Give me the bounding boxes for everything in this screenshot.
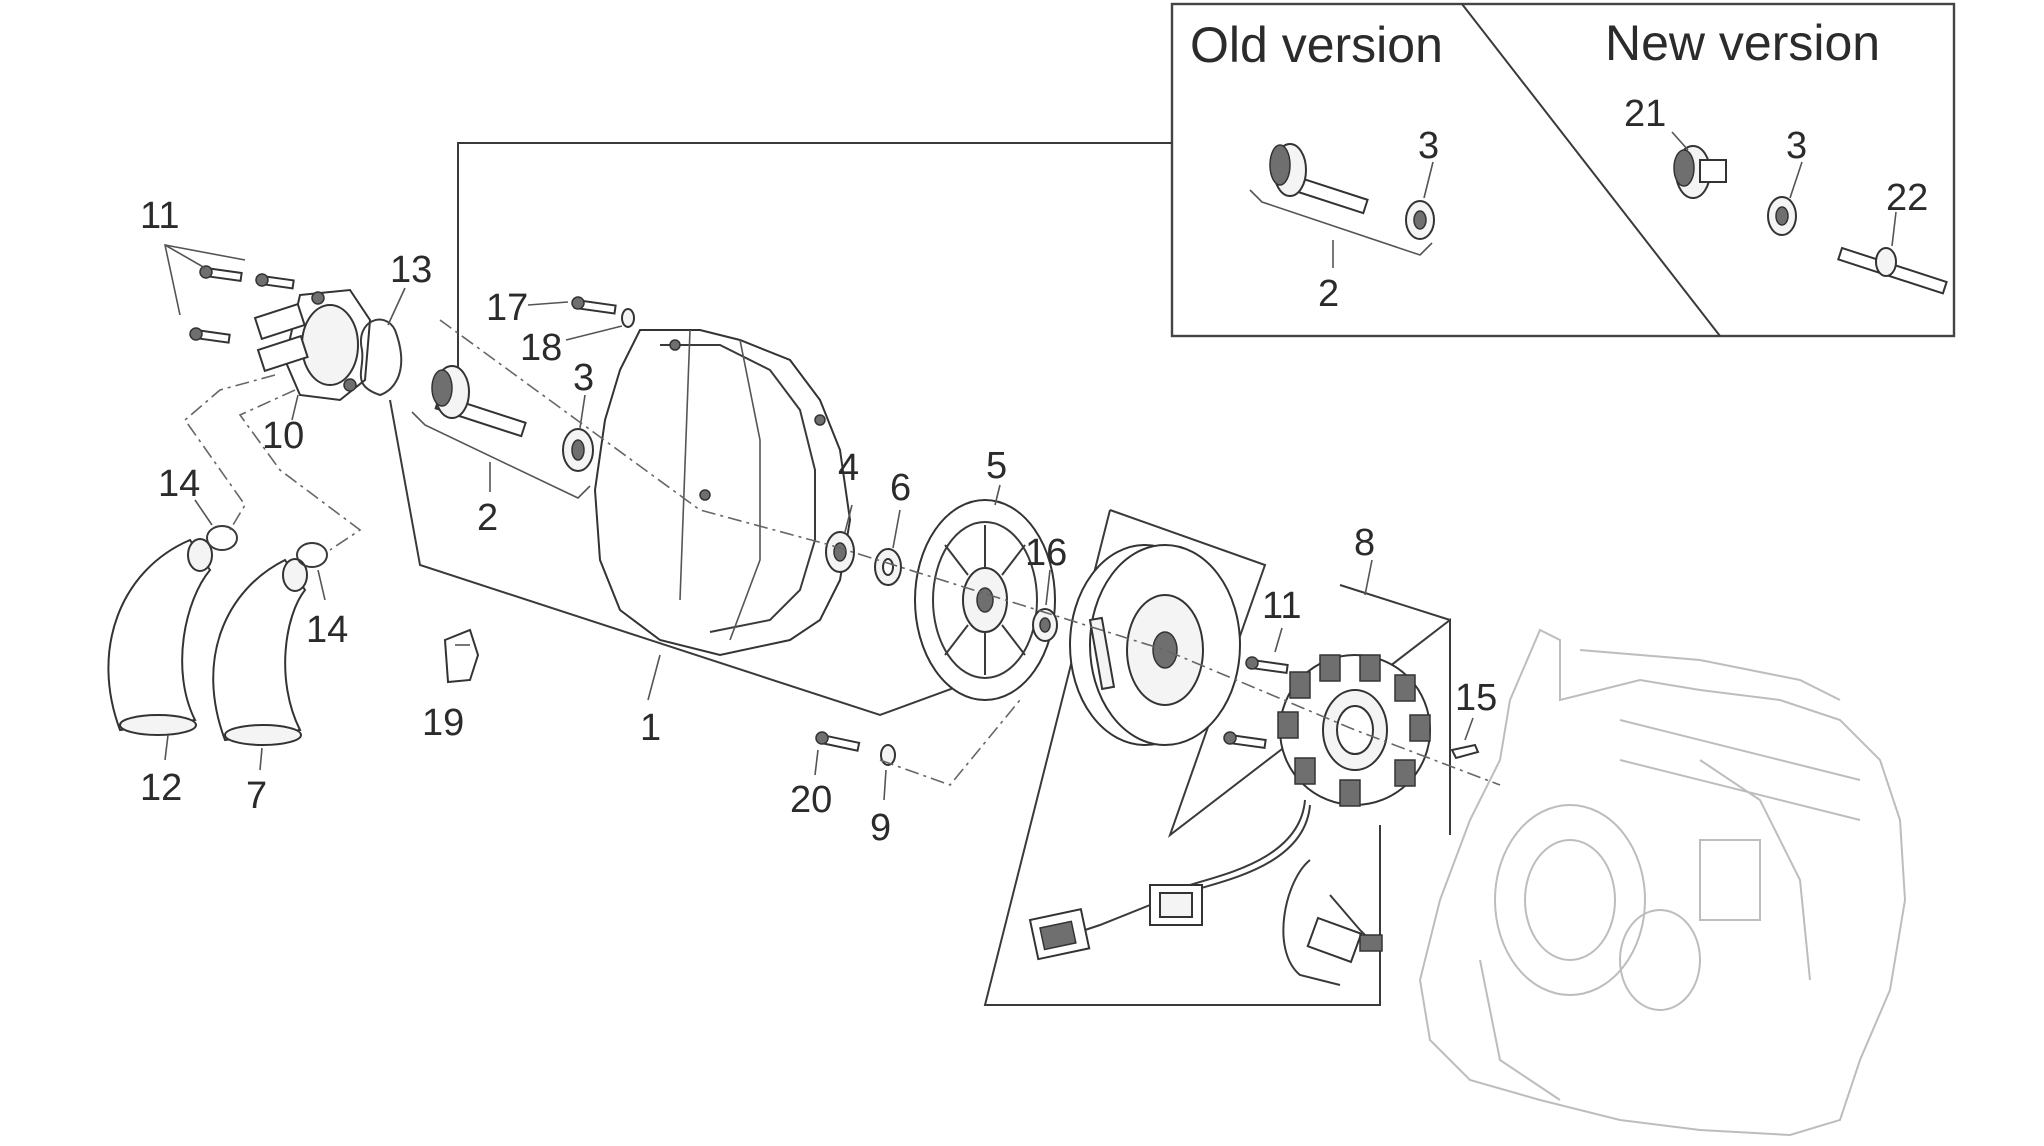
flywheel-rotor (1069, 544, 1241, 746)
cooling-fan (914, 499, 1056, 701)
flywheel-group-outline-b (983, 509, 1381, 1006)
label-11-right: 11 (1262, 585, 1301, 627)
label-old-3: 3 (1418, 125, 1439, 167)
leader-14-right (317, 569, 326, 601)
leader-11-right (1274, 627, 1283, 653)
old-pump-shaft (1269, 143, 1369, 215)
generator-cover (593, 329, 852, 657)
pump-bolts (189, 265, 295, 344)
leader-6 (892, 509, 901, 549)
label-19: 19 (422, 702, 464, 744)
label-10: 10 (262, 415, 304, 457)
new-shaft (1837, 246, 1948, 295)
label-3: 3 (573, 357, 594, 399)
leader-new-21 (1671, 131, 1689, 151)
old-version-title: Old version (1190, 17, 1443, 73)
leader-8 (1364, 559, 1373, 596)
version-inset: Old version New version 2 3 21 3 (1170, 2, 1956, 338)
leader-new-22 (1891, 211, 1897, 247)
label-8: 8 (1354, 522, 1375, 564)
label-new-21: 21 (1624, 93, 1666, 135)
leader-11-mid (164, 244, 206, 269)
leader-20 (814, 749, 819, 776)
label-15: 15 (1455, 677, 1497, 719)
hose-path-left (183, 374, 276, 531)
label-2: 2 (477, 497, 498, 539)
shaft-bracket (411, 411, 591, 499)
gasket-13 (359, 318, 403, 397)
leader-16 (1045, 569, 1051, 606)
label-new-22: 22 (1886, 177, 1928, 219)
pump-cover (253, 288, 372, 402)
inset-divider (1461, 3, 1721, 337)
label-16: 16 (1025, 532, 1067, 574)
label-old-2: 2 (1318, 273, 1339, 315)
main-assembly-axis (439, 319, 1501, 786)
stator-coil (1277, 654, 1431, 807)
label-17: 17 (486, 287, 528, 329)
label-11-left: 11 (140, 195, 179, 237)
leader-13 (387, 287, 406, 326)
leader-12 (164, 734, 169, 761)
clip-19 (443, 628, 480, 684)
washer-6 (874, 548, 902, 586)
spacer-16 (1032, 608, 1058, 642)
new-seal (1767, 196, 1797, 236)
label-4: 4 (838, 447, 859, 489)
label-7: 7 (246, 775, 267, 817)
leader-1 (647, 654, 661, 701)
bolt-17 (571, 296, 617, 315)
shaft-seal (562, 428, 594, 472)
hose-12 (107, 538, 213, 736)
inset-reference-line (457, 142, 1172, 378)
label-9: 9 (870, 807, 891, 849)
label-20: 20 (790, 779, 832, 821)
woodruff-key-15 (1450, 743, 1480, 760)
stator-bolts (1223, 656, 1289, 750)
hose-7 (212, 558, 308, 746)
washer-9 (880, 744, 896, 766)
stator-box-top (1339, 584, 1451, 621)
bolt-20 (815, 731, 861, 752)
old-bracket-line (1249, 189, 1433, 256)
label-12: 12 (140, 767, 182, 809)
leader-17 (527, 301, 569, 306)
label-14-left: 14 (158, 463, 200, 505)
new-version-title: New version (1605, 15, 1880, 71)
label-13: 13 (390, 249, 432, 291)
label-5: 5 (986, 445, 1007, 487)
old-seal (1405, 200, 1435, 240)
leader-10 (291, 394, 299, 421)
washer-18 (621, 308, 635, 328)
leader-14-left (194, 499, 213, 526)
label-6: 6 (890, 467, 911, 509)
leader-18 (565, 325, 623, 341)
bearing-4 (825, 531, 855, 573)
label-14-right: 14 (306, 609, 348, 651)
leader-15 (1464, 717, 1474, 741)
leader-7 (259, 747, 263, 771)
wiring-harness (1028, 799, 1383, 986)
clamp-14-left (206, 525, 238, 551)
label-1: 1 (640, 707, 661, 749)
leader-old-3 (1423, 161, 1434, 199)
leader-9 (883, 769, 887, 801)
flywheel-group-outline-a (1109, 509, 1451, 838)
hose-path-right (238, 389, 362, 551)
new-impeller (1673, 145, 1727, 199)
leader-new-3 (1789, 161, 1803, 199)
pump-shaft (431, 365, 527, 438)
leader-4 (844, 504, 853, 533)
leader-5 (994, 484, 1001, 506)
label-18: 18 (520, 327, 562, 369)
label-new-3: 3 (1786, 125, 1807, 167)
bolt-path (879, 699, 1021, 786)
clamp-14-right (296, 542, 328, 568)
crankcase-outline (1418, 628, 1907, 1137)
